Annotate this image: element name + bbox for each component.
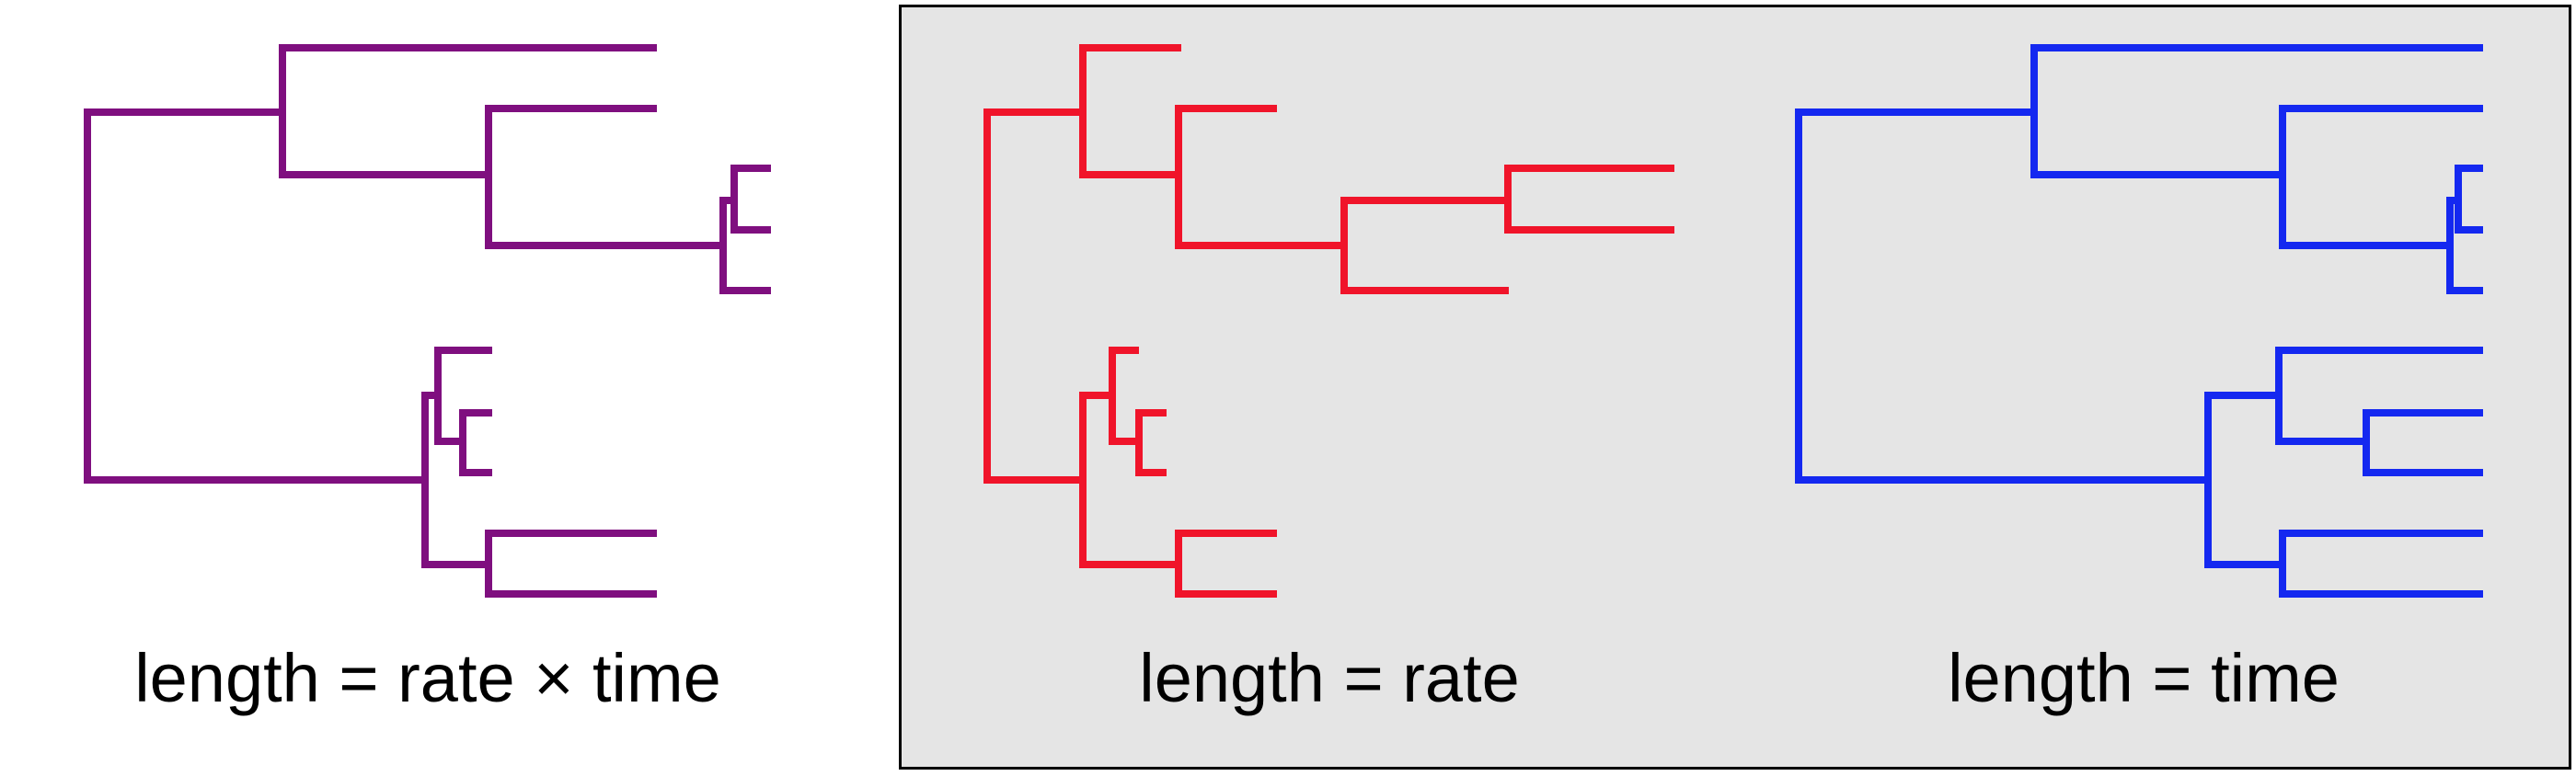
tree-time: [1795, 44, 2483, 598]
tree-rate: [983, 44, 1674, 598]
caption-rate: length = rate: [1139, 640, 1520, 716]
tree-rate-times-time: [84, 44, 771, 598]
caption-rate-times-time: length = rate × time: [134, 640, 721, 716]
caption-time: length = time: [1948, 640, 2340, 716]
